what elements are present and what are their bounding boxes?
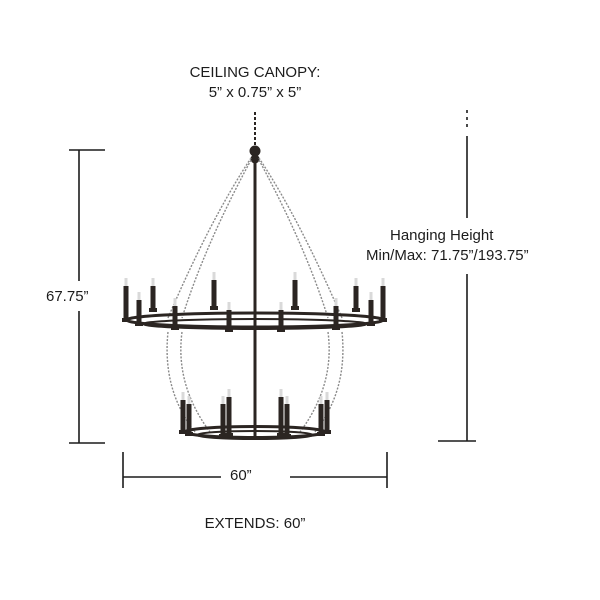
hanging-height-dimension-line <box>438 110 476 442</box>
candle <box>379 278 387 322</box>
candle <box>179 392 187 434</box>
hanging-height-title: Hanging Height <box>390 227 494 244</box>
candle <box>332 298 340 330</box>
fixture-width-label: 60” <box>230 467 252 484</box>
candle <box>210 272 218 310</box>
candle <box>171 298 179 330</box>
candle <box>225 389 233 437</box>
center-rod <box>253 160 257 436</box>
chandelier-illustration <box>122 112 387 440</box>
candle <box>219 396 227 438</box>
extends-label: EXTENDS: 60” <box>204 515 306 532</box>
candle <box>122 278 130 322</box>
candle <box>135 292 143 326</box>
hanging-chain <box>249 112 261 164</box>
candle <box>149 278 157 312</box>
width-dimension-line <box>122 452 388 488</box>
candle <box>283 396 291 438</box>
candle <box>185 396 193 436</box>
height-dimension-line <box>69 149 105 444</box>
canopy-dimensions: 5” x 0.75” x 5” <box>208 84 302 101</box>
lower-candle-group <box>179 389 331 438</box>
candle <box>323 392 331 434</box>
hanging-height-value: Min/Max: 71.75”/193.75” <box>366 247 529 264</box>
candle <box>225 302 233 332</box>
upper-candle-group <box>122 272 387 332</box>
fixture-height-label: 67.75” <box>46 288 89 305</box>
candle <box>291 272 299 310</box>
canopy-title: CEILING CANOPY: <box>189 64 321 81</box>
candle <box>277 389 285 437</box>
candle <box>277 302 285 332</box>
candle <box>367 292 375 326</box>
candle <box>317 396 325 436</box>
candle <box>352 278 360 312</box>
